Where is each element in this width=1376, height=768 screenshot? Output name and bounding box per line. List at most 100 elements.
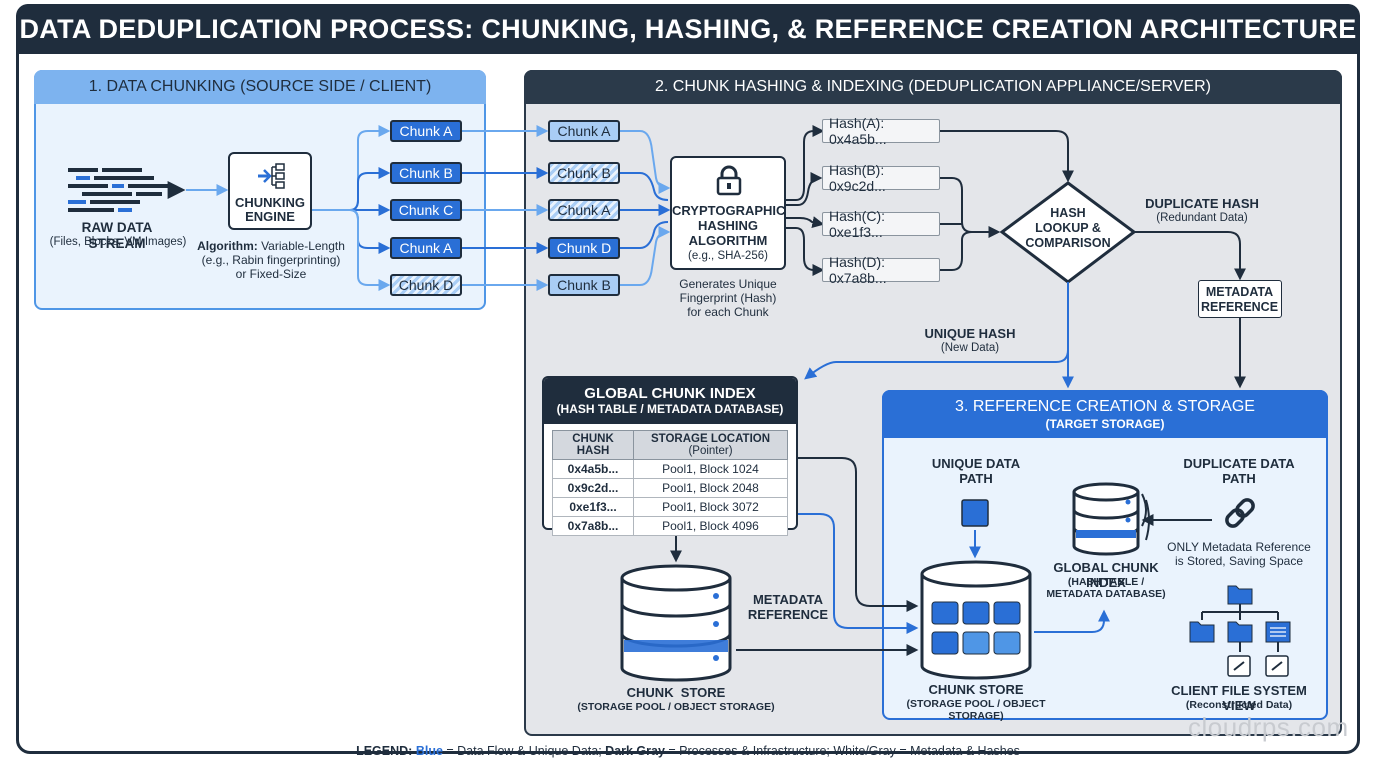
index-col-chunk-hash: CHUNK HASH <box>552 430 634 460</box>
raw-data-stream-subtitle: (Files, Blocks, VM Images) <box>49 236 187 248</box>
source-chunk-5: Chunk D <box>390 274 462 296</box>
hash-note-3: for each Chunk <box>687 305 769 319</box>
algorithm-key: Algorithm: <box>197 239 258 253</box>
index-hash-cell: 0x4a5b... <box>552 459 634 479</box>
hash-note-2: Fingerprint (Hash) <box>679 291 777 305</box>
algorithm-line-2: (e.g., Rabin fingerprinting) <box>201 253 341 267</box>
unique-data-block-icon <box>961 499 989 527</box>
table-row: 0x7a8b...Pool1, Block 4096 <box>552 516 788 536</box>
index-location-cell: Pool1, Block 2048 <box>633 478 788 498</box>
hash-lookup-label-1: HASH <box>1050 206 1086 220</box>
source-chunk-3: Chunk C <box>390 199 462 221</box>
unique-hash-label: UNIQUE HASH <box>924 326 1016 341</box>
algorithm-line-1: Algorithm: Variable-Length <box>196 239 346 254</box>
chunk-store-target-icon <box>920 560 1032 680</box>
index-location-cell: Pool1, Block 3072 <box>633 497 788 517</box>
source-chunk-1: Chunk A <box>390 120 462 142</box>
chunking-engine-box: CHUNKING ENGINE <box>228 152 312 230</box>
duplicate-data-path-label-1: DUPLICATE DATA <box>1183 456 1295 471</box>
target-index-subtitle-2: METADATA DATABASE) <box>1046 588 1166 600</box>
global-chunk-index-table: CHUNK HASH STORAGE LOCATION (Pointer) 0x… <box>552 430 788 536</box>
table-row: 0xe1f3...Pool1, Block 3072 <box>552 497 788 517</box>
legend-key: LEGEND: <box>356 744 413 758</box>
legend-blue-desc: = Data Flow & Unique Data; <box>442 744 606 758</box>
legend-dark-desc: = Processes & Infrastructure; White/Gray… <box>664 744 1020 758</box>
server-chunk-1: Chunk A <box>548 120 620 142</box>
section-reference-storage-header: 3. REFERENCE CREATION & STORAGE (TARGET … <box>882 390 1328 438</box>
watermark: cloudrps.com <box>1188 712 1349 742</box>
hash-value-a: Hash(A): 0x4a5b... <box>822 115 940 147</box>
section-reference-storage-subtitle: (TARGET STORAGE) <box>1045 417 1165 431</box>
diagram-frame <box>16 4 1360 754</box>
section-reference-storage-title: 3. REFERENCE CREATION & STORAGE <box>955 398 1255 415</box>
duplicate-hash-label: DUPLICATE HASH <box>1145 196 1259 211</box>
index-col-storage-location: STORAGE LOCATION (Pointer) <box>633 430 788 460</box>
target-index-title: GLOBAL CHUNK INDEX <box>1053 560 1159 590</box>
metadata-reference-box: METADATA REFERENCE <box>1198 280 1282 318</box>
target-index-subtitle-1: (HASH TABLE / <box>1067 576 1145 588</box>
algorithm-value: Variable-Length <box>257 239 345 253</box>
index-header-row: CHUNK HASH STORAGE LOCATION (Pointer) <box>552 430 788 460</box>
index-location-cell: Pool1, Block 1024 <box>633 459 788 479</box>
server-chunk-4: Chunk D <box>548 237 620 259</box>
chunking-engine-label-1: CHUNKING <box>234 195 306 210</box>
hashing-algorithm-label-3: ALGORITHM <box>688 233 768 248</box>
only-metadata-note-2: is Stored, Saving Space <box>1174 554 1304 568</box>
link-icon <box>1225 498 1255 528</box>
diagram-title: DATA DEDUPLICATION PROCESS: CHUNKING, HA… <box>16 4 1360 54</box>
client-file-tree-icon <box>1189 585 1291 677</box>
chunk-store-left-icon <box>620 564 732 682</box>
chunk-store-target-title: CHUNK STORE <box>928 682 1024 697</box>
hash-lookup-label-2: LOOKUP & <box>1035 221 1101 235</box>
index-col-storage-location-label: STORAGE LOCATION <box>650 433 771 445</box>
table-row: 0x4a5b...Pool1, Block 1024 <box>552 459 788 479</box>
chunk-store-left-subtitle: (STORAGE POOL / OBJECT STORAGE) <box>577 701 775 713</box>
metadata-reference-label-1: METADATA <box>1205 285 1274 299</box>
duplicate-data-path-label-2: PATH <box>1222 471 1256 486</box>
hashing-algorithm-box: CRYPTOGRAPHIC HASHING ALGORITHM (e.g., S… <box>670 156 786 270</box>
hashing-algorithm-example: (e.g., SHA-256) <box>688 250 768 262</box>
legend: LEGEND: Blue = Data Flow & Unique Data; … <box>0 744 1376 758</box>
hash-value-b: Hash(B): 0x9c2d... <box>822 162 940 194</box>
hash-note-1: Generates Unique <box>679 277 777 291</box>
global-chunk-index-panel: GLOBAL CHUNK INDEX (HASH TABLE / METADAT… <box>542 376 798 536</box>
server-chunk-5: Chunk B <box>548 274 620 296</box>
unique-data-path-label-2: PATH <box>959 471 993 486</box>
server-chunk-2: Chunk B <box>548 162 620 184</box>
index-col-pointer-note: (Pointer) <box>688 445 733 457</box>
client-file-system-subtitle: (Reconstructed Data) <box>1185 699 1293 711</box>
chunk-store-left-title: CHUNK STORE <box>626 685 726 700</box>
index-location-cell: Pool1, Block 4096 <box>633 516 788 536</box>
raw-data-stream-title: RAW DATA STREAM <box>81 220 153 251</box>
legend-blue: Blue <box>415 744 443 758</box>
section-data-chunking-header: 1. DATA CHUNKING (SOURCE SIDE / CLIENT) <box>34 70 486 104</box>
hashing-algorithm-label-2: HASHING <box>698 218 758 233</box>
unique-hash-sublabel: (New Data) <box>940 342 1000 354</box>
hashing-algorithm-label-1: CRYPTOGRAPHIC <box>672 203 786 218</box>
index-hash-cell: 0x7a8b... <box>552 516 634 536</box>
duplicate-hash-sublabel: (Redundant Data) <box>1156 212 1248 224</box>
chunking-engine-label-2: ENGINE <box>245 209 295 224</box>
source-chunk-2: Chunk B <box>390 162 462 184</box>
index-hash-cell: 0xe1f3... <box>552 497 634 517</box>
algorithm-line-3: or Fixed-Size <box>235 267 307 281</box>
raw-data-stream-icon <box>68 168 186 212</box>
server-chunk-3: Chunk A <box>548 199 620 221</box>
hash-value-c: Hash(C): 0xe1f3... <box>822 208 940 240</box>
lock-icon <box>716 165 742 196</box>
chunking-engine-icon <box>258 163 285 189</box>
client-file-system-title: CLIENT FILE SYSTEM VIEW <box>1171 683 1307 713</box>
index-hash-cell: 0x9c2d... <box>552 478 634 498</box>
only-metadata-note-1: ONLY Metadata Reference <box>1167 540 1311 554</box>
metadata-reference-2-label-2: REFERENCE <box>747 607 829 622</box>
metadata-reference-label-2: REFERENCE <box>1200 300 1279 314</box>
global-chunk-index-header <box>544 378 796 424</box>
hash-lookup-label-3: COMPARISON <box>1025 236 1111 250</box>
chunk-store-target-subtitle: (STORAGE POOL / OBJECT STORAGE) <box>906 698 1046 723</box>
global-chunk-index-subtitle: (HASH TABLE / METADATA DATABASE) <box>556 402 784 416</box>
metadata-reference-2-label-1: METADATA <box>752 592 824 607</box>
table-row: 0x9c2d...Pool1, Block 2048 <box>552 478 788 498</box>
legend-dark: Dark Gray <box>605 744 665 758</box>
